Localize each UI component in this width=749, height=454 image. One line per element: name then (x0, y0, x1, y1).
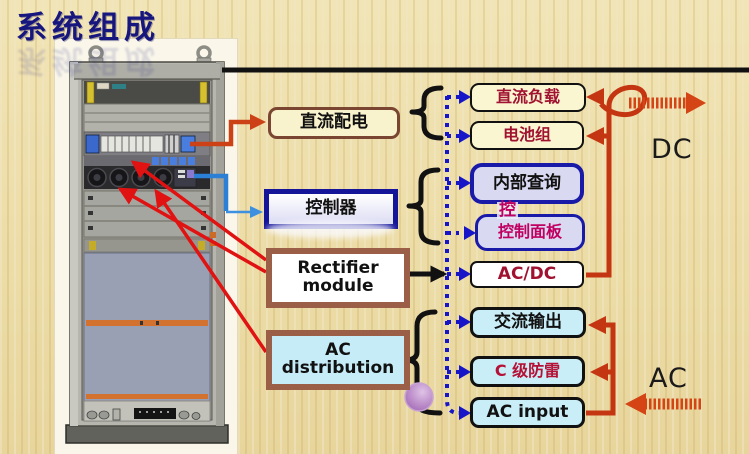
cabinet-plinth (65, 424, 229, 444)
mounting-rail-right (199, 81, 208, 104)
dc-distribution-callout (190, 114, 266, 147)
rectifier-location-arrows (117, 160, 268, 274)
page-title-reflection: 系统组成 (16, 42, 160, 78)
ac-output-label: 交流输出 (494, 311, 562, 332)
rectifier-label-line1: Rectifier (297, 258, 379, 279)
ac-distribution-label-line1: AC (325, 340, 351, 361)
box-ac-distribution: AC distribution (266, 330, 410, 390)
control-panel-ghost-text: 控 (497, 200, 518, 220)
box-acdc: AC/DC (470, 261, 584, 288)
box-dc-distribution: 直流配电 (268, 107, 400, 139)
purple-node (404, 382, 434, 412)
dc-flow-label: DC (651, 134, 693, 165)
box-rectifier-module: Rectifier module (266, 248, 410, 308)
box-ac-input: AC input (470, 397, 585, 428)
breaker-row (83, 131, 211, 166)
rectifier-label-line2: module (302, 276, 374, 296)
battery-group-label: 电池组 (502, 125, 551, 145)
dc-output-arrow (629, 92, 706, 114)
page-title: 系统组成 (16, 10, 160, 46)
acdc-label: AC/DC (497, 263, 557, 284)
box-dc-load: 直流负载 (470, 83, 586, 112)
cable-entry-tray (83, 400, 211, 422)
box-internal-query: 内部查询 (470, 163, 584, 204)
controller-callout (194, 173, 263, 218)
box-control-panel: 控制面板 (475, 214, 585, 251)
controller-monitor-bus (445, 90, 476, 420)
box-ac-output: 交流输出 (470, 307, 586, 338)
box-c-class-lightning-protection: C 级防雷 (470, 356, 585, 387)
dc-branch-brace (409, 85, 444, 141)
equipment-cabinet (65, 45, 229, 444)
ac-feed-connector (586, 316, 616, 416)
ac-input-label: AC input (486, 401, 569, 422)
c-class-spd-label: C 级防雷 (494, 361, 561, 381)
internal-query-label: 内部查询 (493, 172, 561, 193)
controller-label: 控制器 (305, 198, 357, 219)
ac-distribution-label-line2: distribution (281, 358, 395, 378)
rectifier-fan-row (84, 166, 210, 189)
box-battery-group: 电池组 (470, 121, 584, 150)
mounting-rail-left (86, 81, 95, 104)
controller-artifact-smudge (266, 221, 394, 238)
ac-input-arrow (625, 393, 701, 415)
cabinet-door (83, 252, 211, 422)
dc-feed-connector (586, 85, 647, 278)
dc-distribution-label: 直流配电 (300, 112, 368, 133)
control-panel-label: 控制面板 (497, 222, 562, 242)
ac-flow-label: AC (649, 363, 688, 394)
dc-load-label: 直流负载 (495, 87, 560, 107)
controller-branch-brace (406, 167, 441, 246)
ac-distribution-location-arrow (154, 188, 268, 353)
